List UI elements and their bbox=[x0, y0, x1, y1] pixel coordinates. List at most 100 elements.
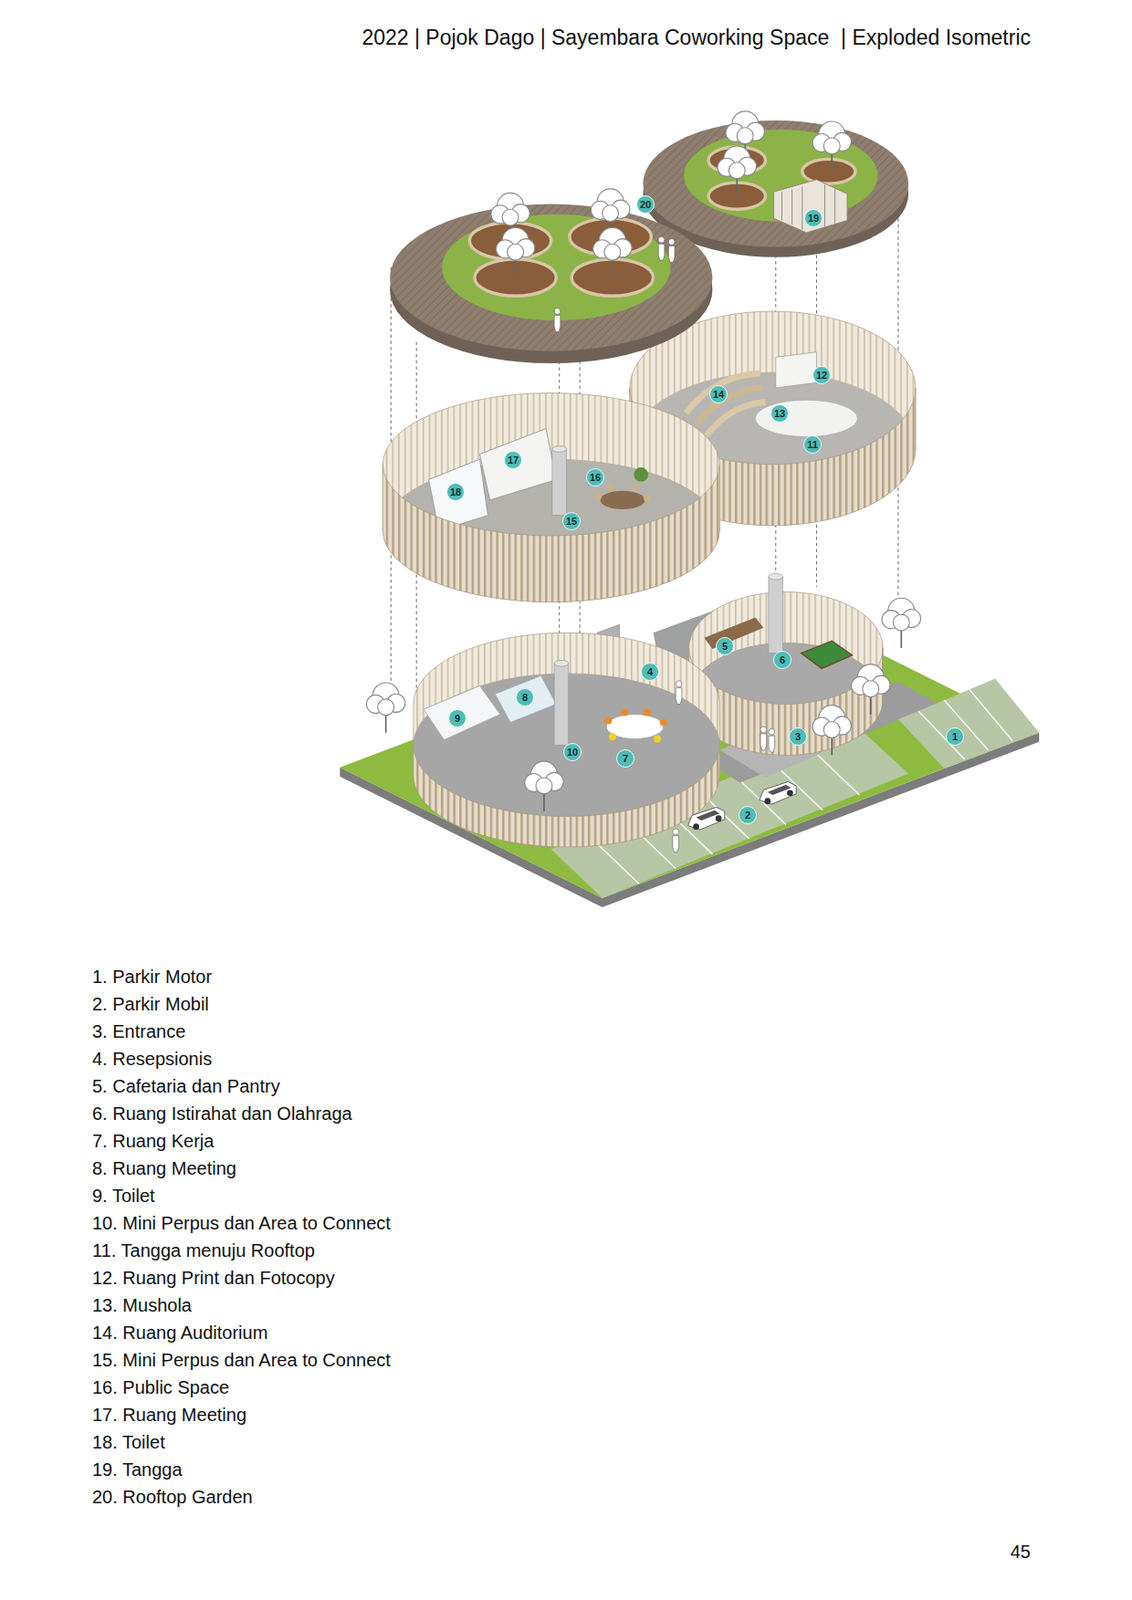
ground-floor bbox=[675, 681, 682, 705]
stair-pergola bbox=[791, 189, 793, 225]
legend-list-item: 2. Parkir Mobil bbox=[92, 992, 210, 1017]
roof-garden bbox=[717, 146, 756, 197]
scene bbox=[339, 111, 1039, 908]
middle-floor bbox=[754, 399, 858, 437]
page-title: 2022 | Pojok Dago | Sayembara Coworking … bbox=[361, 25, 1031, 51]
legend-list-item: 4. Resepsionis bbox=[92, 1047, 212, 1071]
roof-garden bbox=[658, 236, 665, 261]
middle-floor bbox=[382, 464, 720, 603]
middle-floor bbox=[552, 446, 567, 453]
roof-garden bbox=[593, 227, 632, 278]
stair-pergola bbox=[781, 191, 783, 221]
legend-list-item: 6. Ruang Istirahat dan Olahraga bbox=[92, 1101, 353, 1126]
ground-floor bbox=[768, 573, 784, 580]
middle-floor bbox=[594, 492, 602, 500]
legend-list-item: 18. Toilet bbox=[92, 1430, 166, 1455]
callout-number: 1 bbox=[945, 727, 965, 746]
callout-number: 2 bbox=[738, 806, 757, 825]
ground-floor bbox=[653, 735, 661, 744]
legend-list-item: 13. Mushola bbox=[92, 1293, 192, 1318]
callout-number: 15 bbox=[562, 512, 581, 531]
ground-floor bbox=[801, 640, 853, 669]
ground-floor bbox=[850, 664, 890, 715]
middle-floor bbox=[599, 491, 645, 510]
stair-pergola bbox=[801, 187, 803, 231]
roof-garden bbox=[389, 204, 713, 352]
legend-list-item: 14. Ruang Auditorium bbox=[92, 1320, 268, 1345]
ground-floor bbox=[366, 573, 921, 852]
legend-list-item: 17. Ruang Meeting bbox=[92, 1403, 247, 1427]
callout-number: 18 bbox=[446, 482, 465, 502]
roof-garden bbox=[668, 239, 675, 263]
callout-number: 16 bbox=[586, 468, 605, 487]
ground-floor bbox=[554, 663, 569, 745]
site-base bbox=[898, 679, 1039, 769]
stair-pergola bbox=[824, 184, 826, 227]
middle-floor bbox=[480, 429, 557, 501]
stair-pergola bbox=[781, 184, 835, 230]
ground-floor bbox=[759, 781, 797, 805]
ground-floor bbox=[760, 726, 767, 751]
callout-number: 11 bbox=[803, 435, 822, 454]
legend-list-item: 5. Cafetaria dan Pantry bbox=[92, 1074, 281, 1099]
roof-garden bbox=[554, 308, 561, 333]
stair-pergola bbox=[834, 188, 836, 224]
ground-floor bbox=[608, 733, 617, 741]
roof-garden bbox=[389, 111, 909, 364]
callout-number: 5 bbox=[715, 637, 734, 656]
ground-floor bbox=[554, 660, 569, 667]
legend-list-item: 19. Tangga bbox=[92, 1457, 183, 1482]
middle-floor bbox=[552, 449, 567, 516]
callout-number: 4 bbox=[640, 662, 660, 682]
parking-stripe bbox=[943, 700, 988, 751]
legend-list-item: 12. Ruang Print dan Fotocopy bbox=[92, 1266, 336, 1290]
middle-floor bbox=[643, 494, 651, 503]
ground-floor bbox=[768, 728, 776, 753]
callout-number: 10 bbox=[563, 743, 582, 762]
callout-number: 12 bbox=[812, 366, 831, 385]
legend-list-item: 9. Toilet bbox=[92, 1184, 156, 1208]
parking-stripe bbox=[969, 690, 1013, 742]
ground-floor bbox=[494, 675, 556, 723]
legend-list-item: 20. Rooftop Garden bbox=[92, 1485, 253, 1510]
legend-list-item: 1. Parkir Motor bbox=[92, 964, 212, 989]
ground-floor bbox=[660, 719, 668, 727]
ground-floor bbox=[366, 682, 405, 734]
legend-list-item: 7. Ruang Kerja bbox=[92, 1129, 214, 1153]
callout-number: 19 bbox=[804, 209, 823, 228]
ground-floor bbox=[768, 576, 784, 654]
legend-list-item: 15. Mini Perpus dan Area to Connect bbox=[92, 1348, 391, 1373]
ground-floor bbox=[688, 807, 725, 830]
legend-list-item: 10. Mini Perpus dan Area to Connect bbox=[92, 1211, 391, 1236]
ground-floor bbox=[423, 685, 501, 740]
middle-floor bbox=[633, 467, 649, 483]
callout-number: 8 bbox=[515, 688, 535, 707]
roof-garden bbox=[642, 120, 909, 248]
roof-garden bbox=[495, 227, 535, 278]
legend-list-item: 16. Public Space bbox=[92, 1375, 230, 1400]
callout-number: 13 bbox=[770, 404, 789, 423]
ground-floor bbox=[672, 828, 680, 853]
middle-floor bbox=[607, 484, 615, 493]
callout-number: 9 bbox=[448, 709, 467, 728]
ground-floor bbox=[620, 709, 629, 717]
middle-floor bbox=[775, 352, 818, 388]
roof-garden bbox=[812, 121, 851, 172]
ground-floor bbox=[524, 761, 564, 812]
legend-list-item: 8. Ruang Meeting bbox=[92, 1156, 237, 1181]
callout-number: 7 bbox=[616, 749, 635, 768]
roof-garden bbox=[441, 214, 671, 321]
ground-floor bbox=[812, 705, 851, 756]
parking-stripe bbox=[918, 690, 1013, 760]
ground-floor bbox=[604, 716, 612, 724]
middle-floor bbox=[631, 484, 640, 493]
callout-number: 20 bbox=[636, 195, 655, 214]
legend-list-item: 11. Tangga menuju Rooftop bbox=[92, 1238, 315, 1263]
callout-number: 14 bbox=[709, 385, 728, 404]
ground-floor bbox=[881, 597, 921, 649]
roof-garden bbox=[774, 179, 849, 233]
callout-number: 3 bbox=[788, 727, 808, 746]
page-number: 45 bbox=[1010, 1540, 1031, 1564]
ground-floor bbox=[643, 709, 651, 717]
